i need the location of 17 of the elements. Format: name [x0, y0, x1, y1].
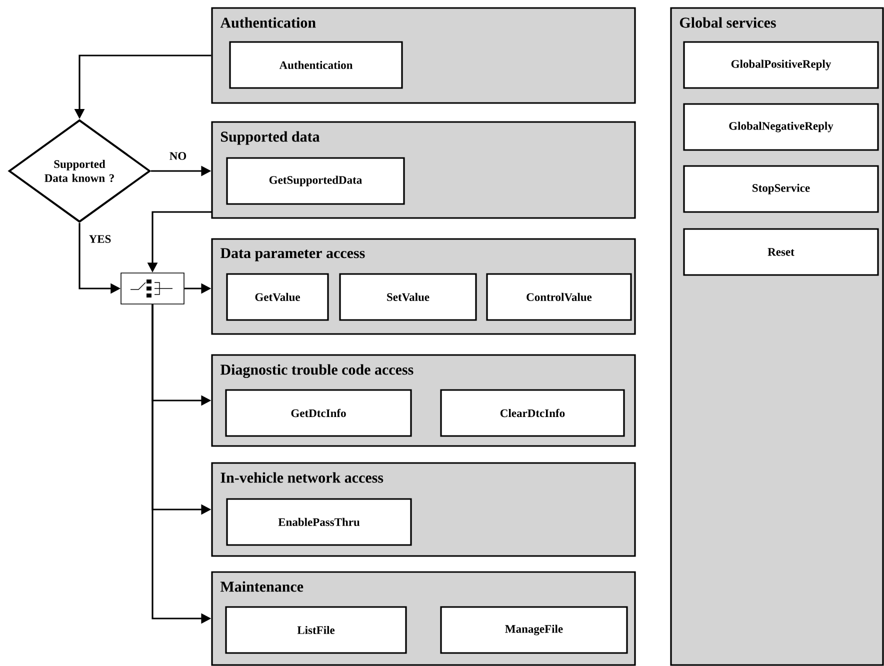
function-box: ManageFile [440, 606, 628, 654]
function-box: ClearDtcInfo [440, 389, 625, 437]
function-box: GlobalPositiveReply [683, 41, 879, 89]
function-box: StopService [683, 165, 879, 213]
function-box: ControlValue [486, 273, 632, 321]
function-box: GetDtcInfo [225, 389, 412, 437]
switch-symbol [120, 272, 184, 304]
function-box: EnablePassThru [226, 498, 412, 546]
edge-label: NO [168, 151, 188, 161]
function-box: GetValue [226, 273, 329, 321]
function-box: Reset [683, 228, 879, 276]
function-box: SetValue [339, 273, 477, 321]
function-box: GetSupportedData [226, 157, 405, 205]
function-box: Authentication [229, 41, 403, 89]
function-box: GlobalNegativeReply [683, 103, 879, 151]
edge-label: YES [88, 234, 112, 244]
function-box: ListFile [225, 606, 407, 654]
